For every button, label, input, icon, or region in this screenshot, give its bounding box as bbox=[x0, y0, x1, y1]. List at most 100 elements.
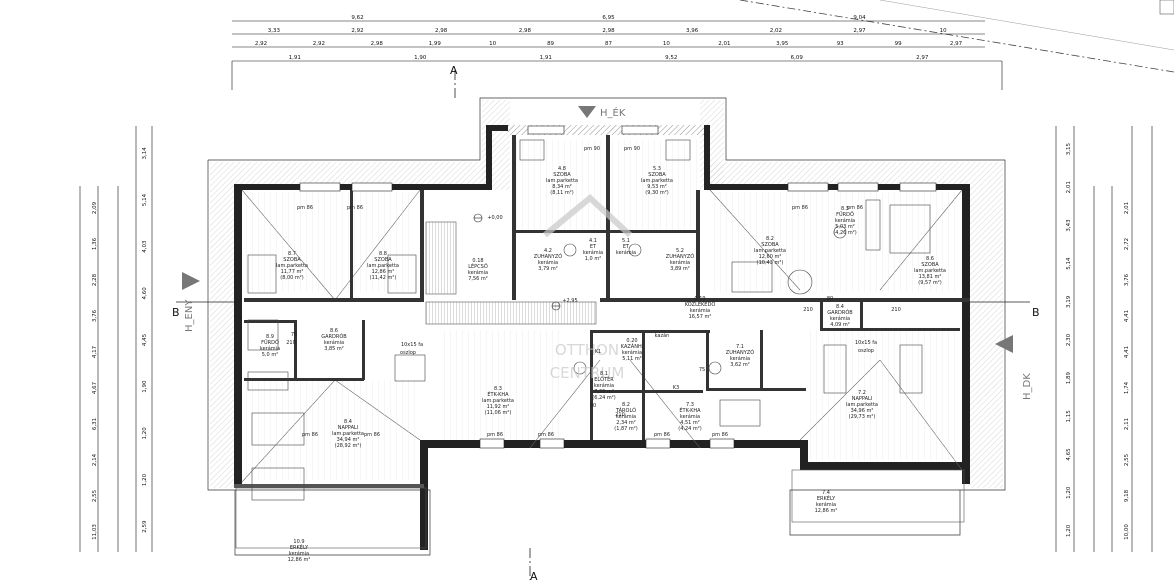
note-d210: 210 bbox=[891, 307, 901, 313]
dimension-value: 1,91 bbox=[289, 55, 301, 61]
room-name: NAPPALI bbox=[338, 425, 359, 431]
level-markers bbox=[473, 213, 561, 311]
room-num: 4.1 bbox=[589, 238, 597, 244]
dimension-value: 1,20 bbox=[142, 427, 148, 440]
room-area2: (28,92 m²) bbox=[335, 443, 362, 449]
room-floor: lam.parketta bbox=[754, 248, 786, 254]
room-area: 3,62 m² bbox=[730, 362, 750, 368]
note-d210: 210 bbox=[615, 412, 625, 418]
dimension-value: 2,01 bbox=[718, 41, 730, 47]
room-area: 4,09 m² bbox=[830, 322, 850, 328]
room-area2: (10,43 m²) bbox=[757, 260, 784, 266]
dimension-value: 4,65 bbox=[1066, 448, 1072, 461]
room-name: KAZÁNH. bbox=[621, 343, 644, 350]
section-line-a bbox=[454, 70, 531, 580]
room-name: SZOBA bbox=[648, 172, 666, 178]
note-pm86: pm 86 bbox=[347, 205, 363, 211]
room-name: ELŐTÉR bbox=[594, 375, 614, 383]
room-name: SZOBA bbox=[761, 242, 779, 248]
room-name: ET bbox=[590, 244, 597, 250]
room-num: 8.2 bbox=[622, 402, 630, 408]
room-area: 11,92 m² bbox=[487, 404, 510, 410]
room-num: 10.9 bbox=[293, 539, 304, 545]
dimension-value: 3,33 bbox=[268, 28, 281, 34]
dimension-value: 10,00 bbox=[1124, 524, 1130, 540]
room-area: 5,0 m² bbox=[262, 352, 278, 358]
note-d90: 90 bbox=[590, 403, 596, 409]
room-name: FÜRDŐ bbox=[261, 339, 279, 346]
room-floor: kerámia bbox=[670, 259, 690, 266]
room-num: 5.1 bbox=[622, 238, 630, 244]
room-floor: kerámia bbox=[830, 315, 850, 322]
room-num: 7.2 bbox=[858, 390, 866, 396]
dimension-value: 1,99 bbox=[429, 41, 442, 47]
room-area: 3,89 m² bbox=[670, 266, 690, 272]
watermark-logo: OTTHON CENTRUM bbox=[543, 194, 633, 382]
dimension-value: 1,36 bbox=[92, 237, 98, 250]
note-pm90: pm 90 bbox=[584, 146, 600, 152]
room-floor: lam.parketta bbox=[846, 402, 878, 408]
dimension-value: 2,01 bbox=[1124, 202, 1130, 214]
section-b-left-label: B bbox=[172, 306, 180, 319]
dimension-value: 2,97 bbox=[853, 28, 866, 34]
note-pm86: pm 86 bbox=[792, 205, 808, 211]
room-area: 34,96 m² bbox=[851, 408, 874, 414]
room-name: GARDRÓB bbox=[321, 333, 347, 340]
room-num: 5.3 bbox=[653, 166, 661, 172]
note-pm86: pm 86 bbox=[302, 432, 318, 438]
dimension-value: 6,95 bbox=[602, 15, 615, 21]
room-area2: (9,30 m²) bbox=[645, 190, 669, 196]
room-name: FÜRDŐ bbox=[836, 211, 854, 218]
room-area: 1,0 m² bbox=[585, 256, 601, 262]
room-floor: lam.parketta bbox=[914, 268, 946, 274]
room-area2: (9,57 m²) bbox=[918, 280, 942, 286]
arrow-east-west-icon bbox=[182, 272, 200, 290]
room-floor: kerámia bbox=[616, 249, 636, 256]
dimension-value: 6,09 bbox=[791, 55, 804, 61]
room-floor: kerámia bbox=[730, 355, 750, 362]
dimension-value: 2,01 bbox=[1066, 181, 1072, 193]
room-floor: lam.parketta bbox=[546, 178, 578, 184]
dimension-value: 2,98 bbox=[602, 28, 615, 34]
dimension-value: 4,03 bbox=[142, 240, 148, 253]
room-name: ÉTK-KHA bbox=[679, 406, 701, 414]
note-d210: 210 bbox=[286, 340, 296, 346]
room-num: 8.4 bbox=[344, 419, 352, 425]
dimension-value: 2,55 bbox=[1124, 453, 1130, 466]
room-area2: (6,24 m²) bbox=[592, 395, 616, 401]
dimension-value: 2,92 bbox=[313, 41, 325, 47]
dimension-value: 93 bbox=[837, 41, 844, 47]
room-area: 5,03 m² bbox=[835, 224, 855, 230]
dimension-value: 99 bbox=[895, 41, 902, 47]
dimension-value: 4,41 bbox=[1124, 346, 1130, 358]
room-floor: kerámia bbox=[680, 413, 700, 420]
room-name: SZOBA bbox=[283, 257, 301, 263]
room-area2: (8,11 m²) bbox=[550, 190, 574, 196]
dimension-value: 2,98 bbox=[519, 28, 532, 34]
room-floor: kerámia bbox=[468, 269, 488, 276]
room-name: ERKÉLY bbox=[290, 543, 309, 551]
watermark-line1: OTTHON bbox=[555, 341, 619, 359]
room-num: 0.18 bbox=[472, 258, 483, 264]
dimension-value: 1,74 bbox=[1124, 381, 1130, 394]
roof-eaves bbox=[207, 97, 1006, 556]
room-area: 12,86 m² bbox=[372, 269, 395, 275]
room-floor: lam.parketta bbox=[332, 431, 364, 437]
room-area: 3,85 m² bbox=[324, 346, 344, 352]
room-num: 8.2 bbox=[766, 236, 774, 242]
note-pm86: pm 86 bbox=[487, 432, 503, 438]
room-floor: kerámia bbox=[260, 345, 280, 352]
room-area2: (4,24 m²) bbox=[678, 426, 702, 432]
room-area2: (11,42 m²) bbox=[370, 275, 397, 281]
room-area: 16,57 m² bbox=[689, 314, 712, 320]
note-oszlop2: 10x15 fa bbox=[855, 340, 877, 346]
room-name: ET bbox=[623, 244, 630, 250]
note-pm86: pm 86 bbox=[297, 205, 313, 211]
section-a-bottom-label: A bbox=[530, 570, 538, 583]
dimension-value: 3,96 bbox=[686, 28, 699, 34]
section-a-top-label: A bbox=[450, 64, 458, 77]
room-num: 8.6 bbox=[926, 256, 934, 262]
section-b-right-label: B bbox=[1032, 306, 1040, 319]
dimension-value: 4,67 bbox=[92, 381, 98, 394]
